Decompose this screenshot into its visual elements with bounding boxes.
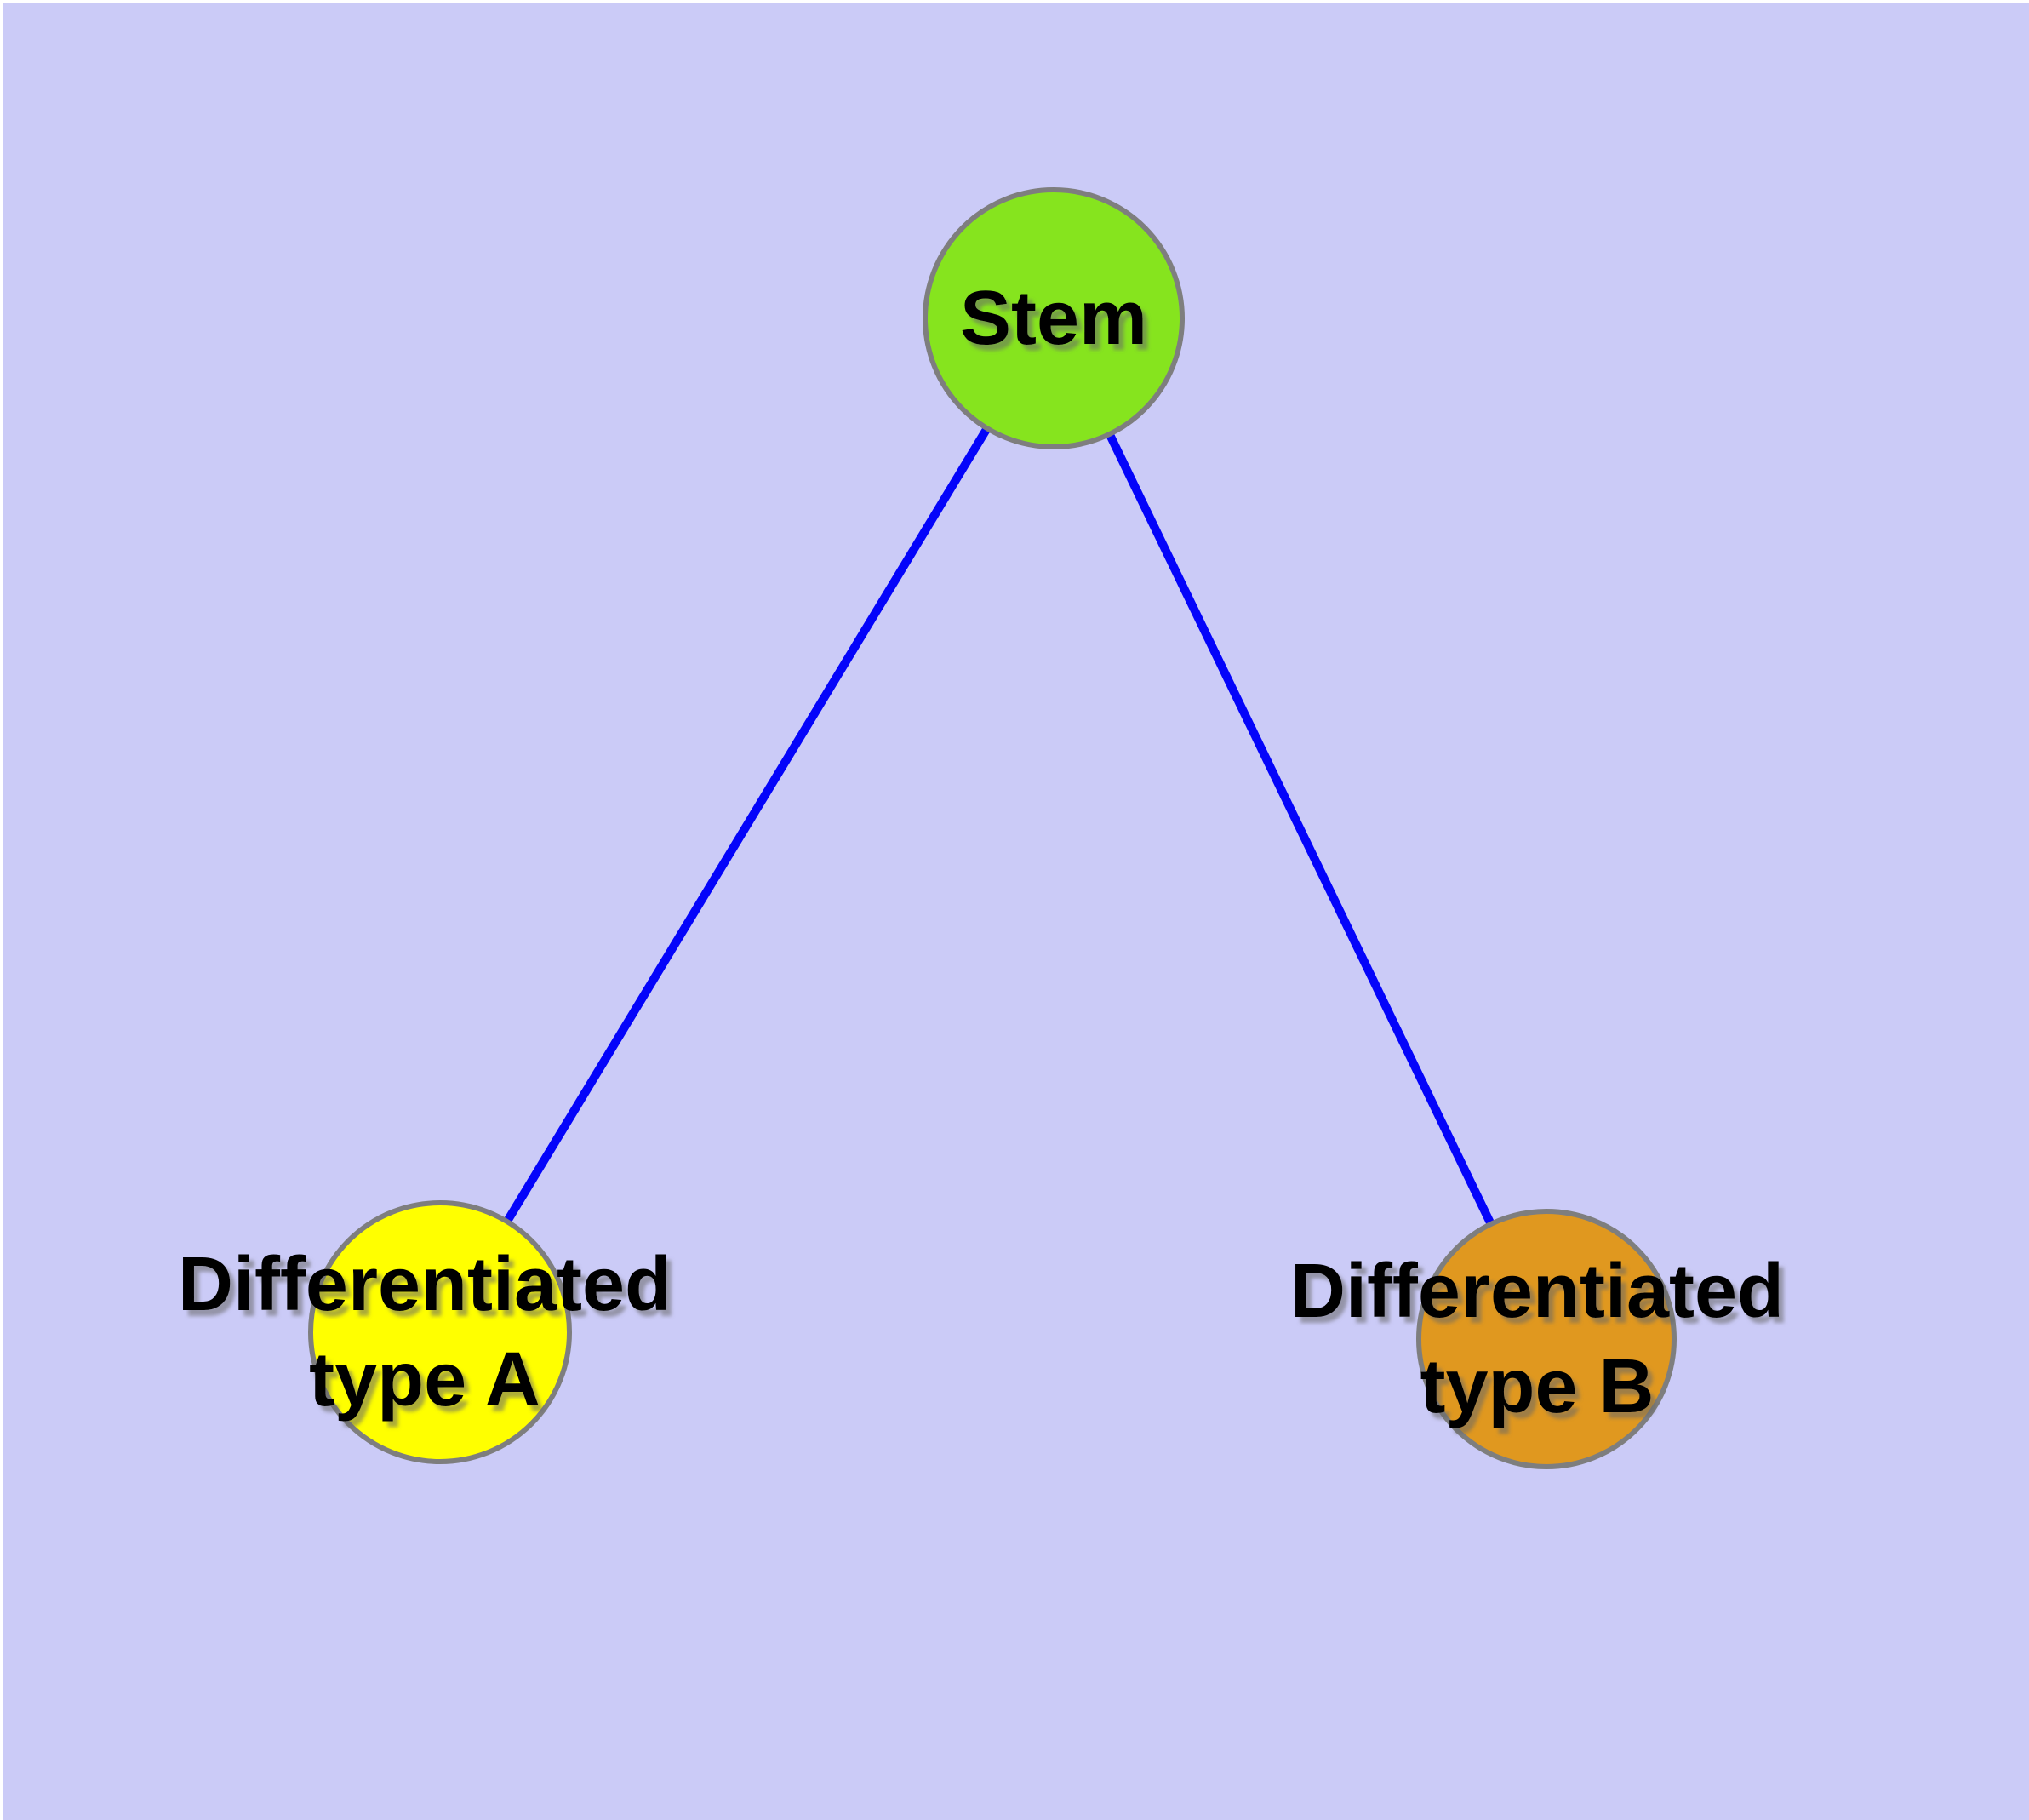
- node-differentiated-type-b-circle: [1416, 1209, 1677, 1469]
- node-differentiated-type-a: Differentiated type A: [178, 1200, 672, 1464]
- node-stem-label: Stem: [960, 276, 1147, 361]
- node-stem-circle: [923, 187, 1185, 449]
- node-differentiated-type-a-circle: [308, 1200, 572, 1464]
- node-differentiated-type-b: Differentiated type B: [1290, 1209, 1784, 1469]
- node-differentiated-type-b-label-line2: type B: [1420, 1344, 1654, 1429]
- node-differentiated-type-a-label-line2: type A: [309, 1337, 540, 1422]
- node-differentiated-type-a-label-line1: Differentiated: [178, 1242, 672, 1327]
- node-stem: Stem: [923, 187, 1185, 449]
- edge-stem-to-type-a: [436, 316, 1058, 1335]
- node-differentiated-type-b-label-line1: Differentiated: [1290, 1249, 1784, 1334]
- edge-stem-to-type-b: [1049, 316, 1551, 1342]
